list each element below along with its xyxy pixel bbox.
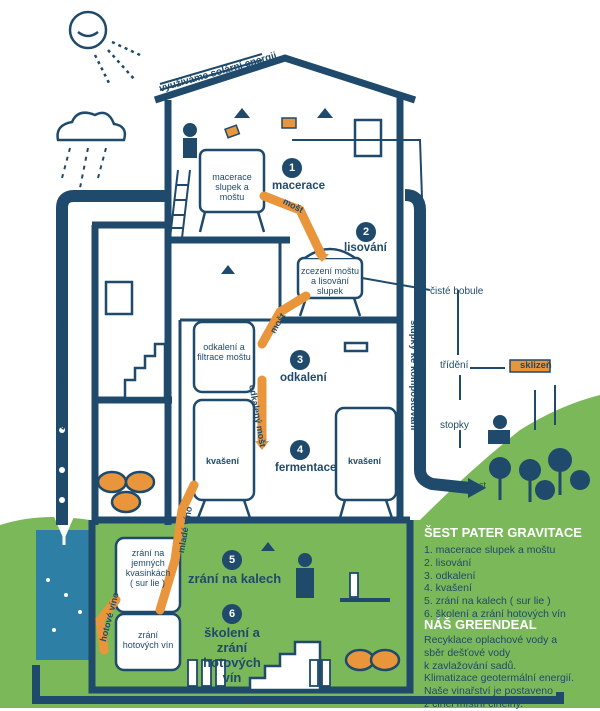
step-4-label: fermentace <box>275 462 337 474</box>
legend-item: 2. lisování <box>424 556 472 569</box>
harvest-badge: sklizeň <box>520 360 552 371</box>
step-6-label: školení a zrání hotových vín <box>203 625 261 685</box>
legend-item: 4. kvašení <box>424 582 472 595</box>
sun-icon <box>68 10 141 86</box>
greendeal-line: Klimatizace geotermální energií. <box>424 672 574 685</box>
tank-aging-label: zrání hotových vín <box>122 630 174 651</box>
greendeal-line: Recyklace oplachové vody a <box>424 634 558 646</box>
step-4-badge: 4 <box>290 440 310 460</box>
greendeal-title: NÁŠ GREENDEAL <box>424 617 537 632</box>
step-5-label: zrání na kalech <box>188 571 282 586</box>
greendeal-line: z cihel místní cihelny. <box>424 697 524 710</box>
tank-maceration-label: macerace slupek a moštu <box>212 172 252 203</box>
tank-settling-label: odkalení a filtrace moštu <box>197 342 251 363</box>
tank-ferment-right-label: kvašení <box>348 456 382 466</box>
tank-sur-lie-label: ( sur lie ) <box>130 578 166 588</box>
tank-lees-label: zrání na jemných kvasinkách <box>125 548 171 579</box>
legend-item: 3. odkalení <box>424 569 476 582</box>
cloud-icon <box>56 111 127 142</box>
step-6-badge: 6 <box>222 604 242 624</box>
legend-item: 5. zrání na kalech ( sur lie ) <box>424 595 551 608</box>
step-1-badge: 1 <box>282 158 302 178</box>
tank-ferment-left-label: kvašení <box>206 456 240 466</box>
compost-label: kompost <box>452 480 487 490</box>
step-1-label: macerace <box>272 180 326 192</box>
legend-item: 6. školení a zrání hotových vín <box>424 607 566 620</box>
rainwater-label: zachytáváme dešťovou vodu <box>56 292 67 430</box>
tank-press-label: zcezení moštu a lisování slupek <box>300 266 360 297</box>
stems-label: stopky <box>440 420 469 431</box>
greendeal-line: sběr dešťové vody <box>424 646 511 659</box>
greendeal-line: k zavlažování sadů. <box>424 659 517 672</box>
sorting-label: třídění <box>440 360 469 371</box>
skins-compost-label: slupky ke kompostování <box>408 320 419 431</box>
step-3-badge: 3 <box>290 350 310 370</box>
step-2-badge: 2 <box>356 222 376 242</box>
greendeal-line: Naše vinařství je postaveno <box>424 685 553 698</box>
legend-item: 1. macerace slupek a moštu <box>424 544 556 556</box>
step-2-label: lisování <box>344 242 387 254</box>
legend-title: ŠEST PATER GRAVITACE <box>424 525 582 540</box>
clean-berries-label: čisté bobule <box>430 286 484 297</box>
step-5-badge: 5 <box>222 550 242 570</box>
step-3-label: odkalení <box>280 372 327 384</box>
